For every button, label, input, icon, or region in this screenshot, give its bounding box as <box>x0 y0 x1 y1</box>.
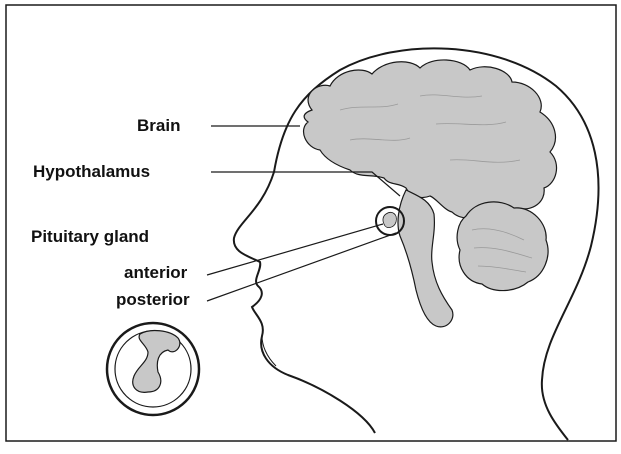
cerebrum-shape <box>304 60 557 218</box>
brainstem-shape <box>398 190 453 327</box>
pituitary-small <box>383 212 396 227</box>
label-brain: Brain <box>137 116 180 136</box>
label-hypothalamus: Hypothalamus <box>33 162 150 182</box>
cerebellum-shape <box>457 202 548 291</box>
label-pituitary-gland: Pituitary gland <box>31 227 149 247</box>
anterior-leader-line <box>207 224 383 275</box>
label-posterior: posterior <box>116 290 190 310</box>
label-anterior: anterior <box>124 263 187 283</box>
